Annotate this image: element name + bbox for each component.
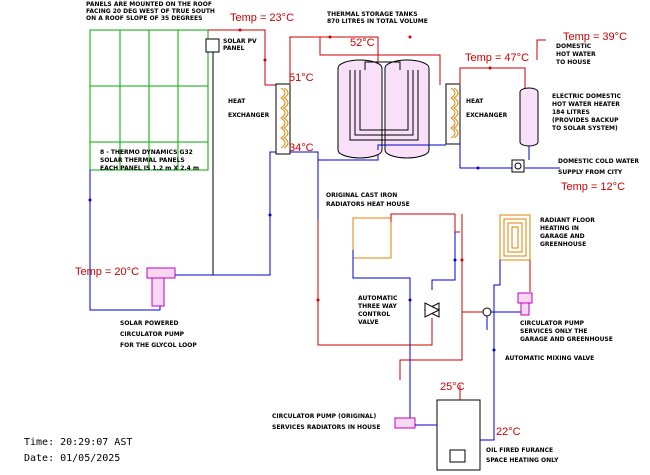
electric-water-heater [519,87,539,147]
footer-date: Date: 01/05/2025 [24,453,120,464]
label-thermal-panels: 8 - THERMO DYNAMICS G32 SOLAR THERMAL PA… [100,149,199,172]
solar-thermal-panel-array [89,29,209,171]
label-panels-mounted: PANELS ARE MOUNTED ON THE ROOF FACING 20… [86,1,217,22]
radiant-floor-heating [499,214,531,261]
solar-pv-panel [205,38,220,53]
temp-furnace-in: 22°C [496,426,521,438]
temp-furnace-out: 25°C [440,381,465,393]
label-furnace: OIL FIRED FURANCE SPACE HEATING ONLY [486,447,559,464]
garage-circulator-pump [517,292,533,316]
label-three-way-valve: AUTOMATIC THREE WAY CONTROL VALVE [358,295,400,326]
temp-tank-top: 52°C [350,37,375,49]
label-thermal-storage: THERMAL STORAGE TANKS 870 LITRES IN TOTA… [327,11,428,25]
label-domestic-hot-water: DOMESTIC HOT WATER TO HOUSE [556,43,598,66]
city-water-meter [511,159,525,173]
label-mixing-valve: AUTOMATIC MIXING VALVE [505,355,594,362]
temp-hx1-in: 51°C [289,72,314,84]
heat-exchanger-1 [275,83,291,155]
solar-circulator-pump [146,267,176,307]
label-heat-exchanger-2: HEAT EXCHANGER [466,98,508,119]
cast-iron-radiators [352,217,392,259]
temp-roof-out: Temp = 23°C [230,12,294,24]
heat-exchanger-2 [445,83,461,145]
label-cast-iron: ORIGINAL CAST IRON RADIATORS HEAT HOUSE [326,192,410,208]
label-cold-water: DOMESTIC COLD WATER SUPPLY FROM CITY [558,158,641,176]
label-circ-pump-garage: CIRCULATOR PUMP SERVICES ONLY THE GARAGE… [520,320,613,343]
three-way-valve [423,302,441,318]
temp-hx2-in: Temp = 47°C [465,52,529,64]
mixing-valve [482,307,492,317]
thermal-storage-tanks [337,59,430,159]
temp-city-in: Temp = 12°C [561,181,625,193]
label-radiant-floor: RADIANT FLOOR HEATING IN GARAGE AND GREE… [540,217,597,248]
label-electric-heater: ELECTRIC DOMESTIC HOT WATER HEATER 184 L… [552,93,623,132]
glycol-supply-pipe [208,29,285,86]
label-solar-pv: SOLAR PV PANEL [223,38,259,52]
label-circ-pump-orig: CIRCULATOR PUMP (ORIGINAL) SERVICES RADI… [272,413,380,431]
temp-hx1-out: 34°C [289,142,314,154]
label-heat-exchanger-1: HEAT EXCHANGER [228,98,270,119]
temp-solar-return: Temp = 20°C [75,266,139,278]
label-solar-pump: SOLAR POWERED CIRCULATOR PUMP FOR THE GL… [120,320,197,349]
original-circulator-pump [394,417,416,429]
temp-dhw-out: Temp = 39°C [563,31,627,43]
footer-time: Time: 20:29:07 AST [24,437,132,448]
